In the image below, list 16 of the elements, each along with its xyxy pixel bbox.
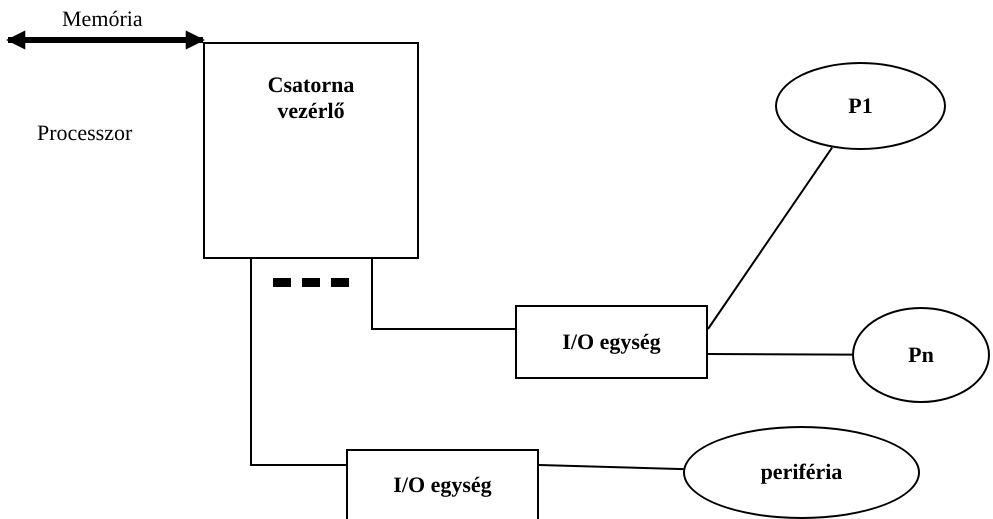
side-label: Memória xyxy=(62,6,143,32)
side-label: Processzor xyxy=(37,120,132,146)
io-unit-box xyxy=(346,449,539,519)
connector-line xyxy=(708,353,852,356)
node-label: Csatorna vezérlő xyxy=(266,72,356,125)
connector-line xyxy=(371,259,515,330)
connector-line xyxy=(538,464,684,470)
node-label: I/O egység xyxy=(562,328,661,356)
node-label: periféria xyxy=(760,459,842,486)
node-label: Pn xyxy=(908,342,934,368)
connector-line xyxy=(250,259,346,466)
io-unit-box xyxy=(515,305,708,379)
node-label: P1 xyxy=(848,92,873,120)
controller-box xyxy=(203,42,419,259)
node-label: I/O egység xyxy=(393,472,492,498)
double-arrow xyxy=(6,30,205,50)
